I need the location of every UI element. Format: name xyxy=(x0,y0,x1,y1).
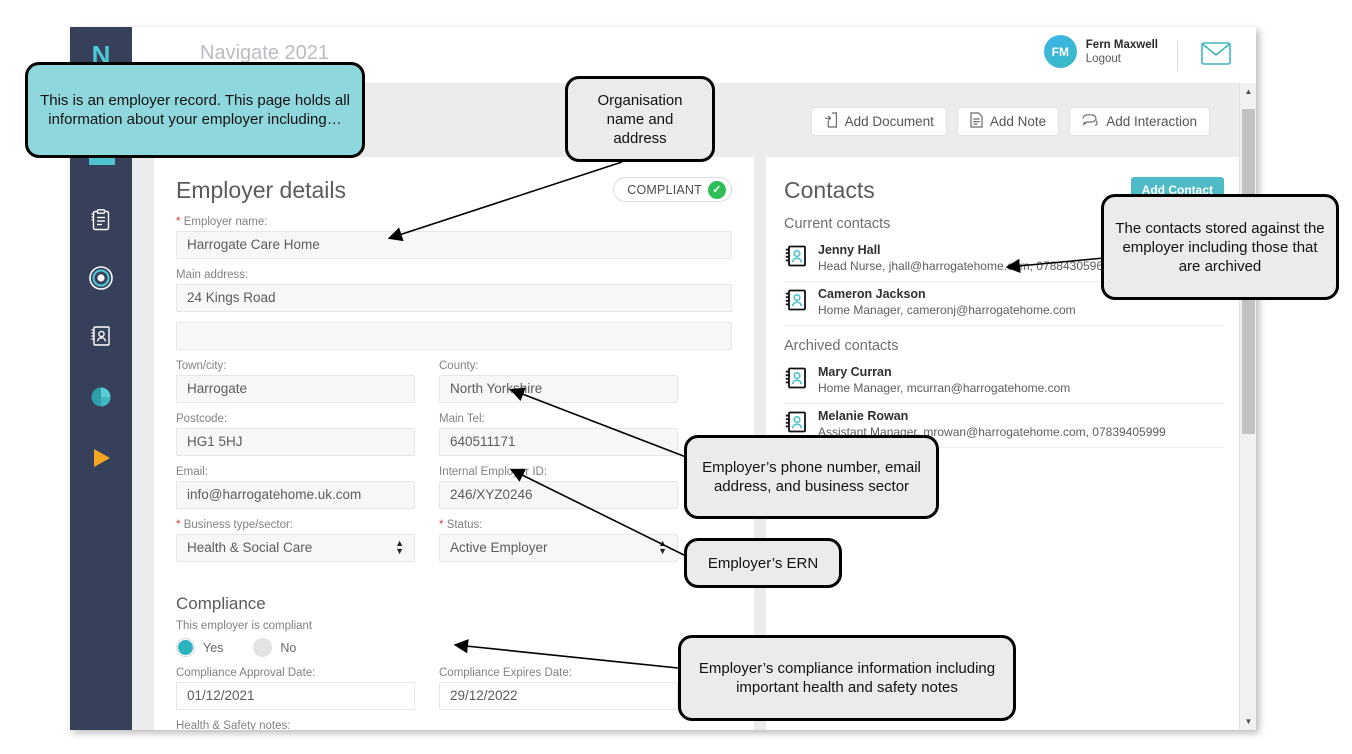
contact-name: Mary Curran xyxy=(818,365,892,379)
contact-book-icon xyxy=(784,288,808,312)
required-marker: * xyxy=(176,216,181,228)
scroll-down-arrow-icon[interactable]: ▼ xyxy=(1244,717,1253,726)
callout-contacts-note: The contacts stored against the employer… xyxy=(1101,194,1339,300)
compliance-approval-date-label: Compliance Approval Date: xyxy=(176,667,316,679)
page-title: Employer details xyxy=(176,177,347,203)
main-tel-label: Main Tel: xyxy=(439,413,485,425)
contact-name: Jenny Hall xyxy=(818,243,881,257)
user-name: Fern Maxwell xyxy=(1085,38,1158,51)
compliance-yes-radio[interactable] xyxy=(176,638,195,657)
select-arrows-icon: ▲▼ xyxy=(395,538,404,556)
current-contacts-label: Current contacts xyxy=(784,216,891,232)
contact-book-icon xyxy=(784,410,808,434)
callout-compliance-note: Employer’s compliance information includ… xyxy=(678,635,1016,721)
add-document-label: Add Document xyxy=(844,114,934,129)
main-address-line2-field[interactable] xyxy=(176,322,732,350)
compliance-no-radio[interactable] xyxy=(253,638,273,657)
speech-bubbles-icon xyxy=(1082,113,1099,131)
contact-meta: Home Manager, mcurran@harrogatehome.com xyxy=(818,381,1071,395)
logout-link[interactable]: Logout xyxy=(1085,52,1121,65)
required-marker: * xyxy=(439,519,444,531)
employer-name-label: * Employer name: xyxy=(176,216,732,228)
check-icon: ✓ xyxy=(708,180,726,199)
callout-org-name-address: Organisation name and address xyxy=(565,76,715,162)
status-label-text: Status: xyxy=(446,519,483,531)
contact-meta: Home Manager, cameronj@harrogatehome.com xyxy=(818,303,1076,317)
contact-book-icon xyxy=(784,366,808,390)
list-item[interactable]: Cameron Jackson Home Manager, cameronj@h… xyxy=(784,282,1224,326)
business-type-label-text: Business type/sector: xyxy=(183,519,293,531)
contacts-book-icon[interactable] xyxy=(86,321,116,351)
target-icon[interactable] xyxy=(86,263,116,293)
compliance-section-title: Compliance xyxy=(176,594,266,613)
add-interaction-button[interactable]: Add Interaction xyxy=(1069,107,1210,136)
county-label: County: xyxy=(439,360,479,372)
status-select[interactable]: Active Employer ▲▼ xyxy=(439,534,678,562)
play-icon[interactable] xyxy=(86,443,116,473)
main-address-label: Main address: xyxy=(176,269,249,281)
postcode-label: Postcode: xyxy=(176,413,228,425)
business-type-label: * Business type/sector: xyxy=(176,519,415,531)
town-field[interactable]: Harrogate xyxy=(176,375,415,403)
employer-details-panel: Employer details COMPLIANT ✓ * Employer … xyxy=(154,157,754,730)
callout-phone-email-sector: Employer’s phone number, email address, … xyxy=(684,435,939,519)
main-tel-field[interactable]: 640511171 xyxy=(439,428,678,456)
town-label: Town/city: xyxy=(176,360,227,372)
status-value[interactable]: Active Employer xyxy=(439,534,678,562)
contact-meta: Head Nurse, jhall@harrogatehome.com, 078… xyxy=(818,259,1104,273)
contact-name: Cameron Jackson xyxy=(818,287,926,301)
document-add-icon xyxy=(824,112,838,131)
add-interaction-label: Add Interaction xyxy=(1106,114,1197,129)
user-menu[interactable]: FM Fern Maxwell Logout xyxy=(1043,35,1158,68)
add-note-label: Add Note xyxy=(989,114,1047,129)
app-title: Navigate 2021 xyxy=(200,42,329,64)
contacts-title: Contacts xyxy=(784,177,875,203)
compliance-no-label: No xyxy=(280,640,297,655)
note-icon xyxy=(970,112,983,131)
scroll-up-arrow-icon[interactable]: ▲ xyxy=(1244,87,1253,96)
callout-record-intro: This is an employer record. This page ho… xyxy=(25,62,365,158)
select-arrows-icon: ▲▼ xyxy=(658,538,667,556)
employer-name-field[interactable]: Harrogate Care Home xyxy=(176,231,732,259)
compliance-radio-group: Yes No xyxy=(176,638,732,657)
status-label: * Status: xyxy=(439,519,678,531)
topbar-divider xyxy=(1177,41,1178,71)
status-badge-label: COMPLIANT xyxy=(627,182,702,197)
avatar: FM xyxy=(1043,35,1077,68)
mail-icon[interactable] xyxy=(1198,39,1234,67)
add-note-button[interactable]: Add Note xyxy=(956,107,1060,136)
archived-contacts-label: Archived contacts xyxy=(784,338,899,354)
list-item[interactable]: Mary Curran Home Manager, mcurran@harrog… xyxy=(784,360,1224,404)
internal-employer-id-field[interactable]: 246/XYZ0246 xyxy=(439,481,678,509)
business-type-select[interactable]: Health & Social Care ▲▼ xyxy=(176,534,415,562)
status-badge: COMPLIANT ✓ xyxy=(613,177,732,202)
email-label: Email: xyxy=(176,466,208,478)
employer-name-label-text: Employer name: xyxy=(183,216,268,228)
email-field[interactable]: info@harrogatehome.uk.com xyxy=(176,481,415,509)
health-safety-notes-label: Health & Safety notes: xyxy=(176,720,291,730)
contact-book-icon xyxy=(784,244,808,268)
compliance-question: This employer is compliant xyxy=(176,620,313,632)
compliance-approval-date-field[interactable]: 01/12/2021 xyxy=(176,682,415,710)
compliance-yes-label: Yes xyxy=(203,640,224,655)
main-address-line1-field[interactable]: 24 Kings Road xyxy=(176,284,732,312)
postcode-field[interactable]: HG1 5HJ xyxy=(176,428,415,456)
list-item[interactable]: Jenny Hall Head Nurse, jhall@harrogateho… xyxy=(784,238,1224,282)
business-type-value[interactable]: Health & Social Care xyxy=(176,534,415,562)
callout-ern: Employer’s ERN xyxy=(684,538,842,588)
required-marker: * xyxy=(176,519,181,531)
contact-name: Melanie Rowan xyxy=(818,409,909,423)
compliance-expires-date-label: Compliance Expires Date: xyxy=(439,667,572,679)
add-document-button[interactable]: Add Document xyxy=(810,107,947,136)
pie-chart-icon[interactable] xyxy=(86,382,116,412)
clipboard-icon[interactable] xyxy=(86,205,116,235)
compliance-expires-date-field[interactable]: 29/12/2022 xyxy=(439,682,678,710)
